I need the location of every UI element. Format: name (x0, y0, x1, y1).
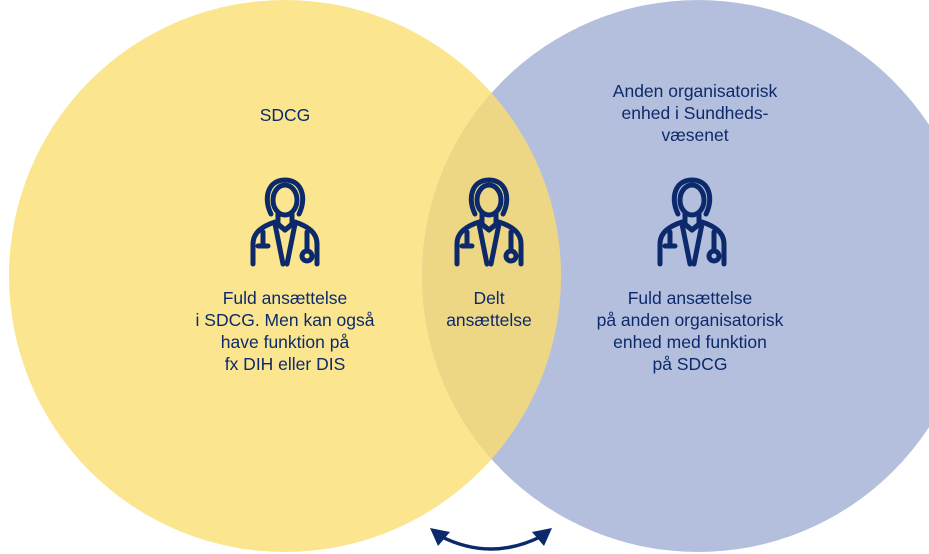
female-doctor-icon (657, 177, 727, 267)
female-doctor-icon (454, 177, 524, 267)
left-title: SDCG (259, 105, 311, 125)
center-description: Delt ansættelse (446, 288, 532, 330)
right-title: Anden organisatorisk enhed i Sundheds- v… (612, 81, 778, 145)
female-doctor-icon (250, 177, 320, 267)
left-description: Fuld ansættelse i SDCG. Men kan også hav… (195, 288, 375, 374)
right-circle (422, 0, 929, 552)
left-circle (9, 0, 561, 552)
right-description: Fuld ansættelse på anden organisatorisk … (596, 288, 784, 374)
double-arrow-icon (430, 528, 552, 551)
